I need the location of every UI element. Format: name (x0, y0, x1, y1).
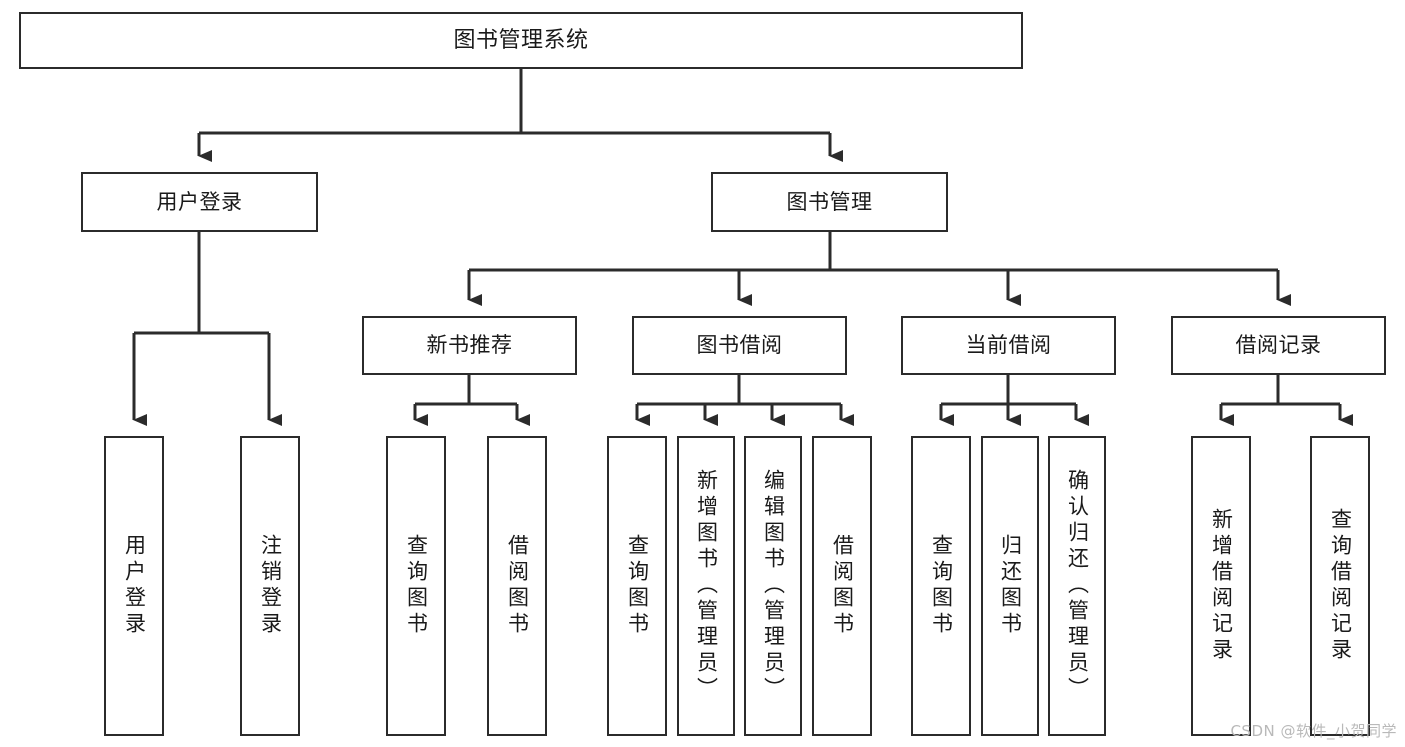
node-leaf-borrow-book-1[interactable]: 借阅图书 (487, 436, 547, 736)
node-leaf-confirm-return-label: 确认归还（管理员） (1065, 469, 1090, 703)
node-leaf-edit-book-label: 编辑图书（管理员） (761, 469, 786, 703)
node-leaf-query-book-1[interactable]: 查询图书 (386, 436, 446, 736)
node-leaf-borrow-book-2[interactable]: 借阅图书 (812, 436, 872, 736)
node-leaf-query-book-3[interactable]: 查询图书 (911, 436, 971, 736)
node-leaf-logout-login-label: 注销登录 (258, 534, 283, 638)
node-user-login-label: 用户登录 (156, 189, 243, 214)
node-leaf-query-record[interactable]: 查询借阅记录 (1310, 436, 1370, 736)
node-leaf-return-book-label: 归还图书 (998, 534, 1023, 638)
node-leaf-add-record-label: 新增借阅记录 (1209, 508, 1234, 664)
node-leaf-return-book[interactable]: 归还图书 (981, 436, 1039, 736)
node-leaf-logout-login[interactable]: 注销登录 (240, 436, 300, 736)
node-leaf-borrow-book-2-label: 借阅图书 (830, 534, 855, 638)
node-leaf-add-record[interactable]: 新增借阅记录 (1191, 436, 1251, 736)
node-borrow-record-label: 借阅记录 (1235, 333, 1322, 358)
node-book-manage-label: 图书管理 (786, 189, 873, 214)
node-root[interactable]: 图书管理系统 (19, 12, 1023, 69)
node-leaf-query-book-2-label: 查询图书 (625, 534, 650, 638)
node-current-borrow[interactable]: 当前借阅 (901, 316, 1116, 375)
node-leaf-add-book-label: 新增图书（管理员） (694, 469, 719, 703)
node-leaf-query-book-1-label: 查询图书 (404, 534, 429, 638)
node-new-book-recommend[interactable]: 新书推荐 (362, 316, 577, 375)
node-book-borrow[interactable]: 图书借阅 (632, 316, 847, 375)
node-current-borrow-label: 当前借阅 (965, 333, 1052, 358)
node-user-login[interactable]: 用户登录 (81, 172, 318, 232)
node-root-label: 图书管理系统 (453, 27, 589, 53)
node-new-book-recommend-label: 新书推荐 (426, 333, 513, 358)
node-book-borrow-label: 图书借阅 (696, 333, 783, 358)
node-book-manage[interactable]: 图书管理 (711, 172, 948, 232)
node-leaf-user-login[interactable]: 用户登录 (104, 436, 164, 736)
node-leaf-confirm-return[interactable]: 确认归还（管理员） (1048, 436, 1106, 736)
node-leaf-user-login-label: 用户登录 (122, 534, 147, 638)
node-leaf-query-record-label: 查询借阅记录 (1328, 508, 1353, 664)
node-borrow-record[interactable]: 借阅记录 (1171, 316, 1386, 375)
node-leaf-query-book-3-label: 查询图书 (929, 534, 954, 638)
node-leaf-query-book-2[interactable]: 查询图书 (607, 436, 667, 736)
node-leaf-add-book[interactable]: 新增图书（管理员） (677, 436, 735, 736)
node-leaf-borrow-book-1-label: 借阅图书 (505, 534, 530, 638)
csdn-watermark: CSDN @软件_小贺同学 (1230, 722, 1397, 740)
node-leaf-edit-book[interactable]: 编辑图书（管理员） (744, 436, 802, 736)
